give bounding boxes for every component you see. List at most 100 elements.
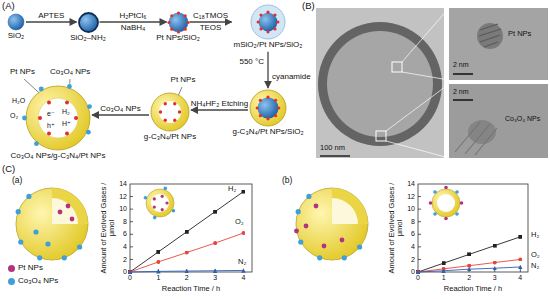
reagent-label: H₂PtCl₆ bbox=[119, 12, 146, 21]
cutaway-sphere bbox=[298, 239, 303, 244]
particle-label: mSiO₂/Pt NPs/SiO₂ bbox=[234, 41, 303, 50]
panel-letter: (b) bbox=[282, 176, 292, 185]
species-label: H⁺ bbox=[62, 120, 71, 128]
tem-image bbox=[318, 22, 442, 146]
particle-shell bbox=[169, 13, 188, 32]
nanoparticle-dot bbox=[176, 11, 179, 14]
tick-label: 0 bbox=[123, 268, 127, 276]
hrtem-inset bbox=[449, 8, 548, 158]
reagent-label: NaBH₄ bbox=[121, 24, 146, 33]
inset-label: Pt NPs bbox=[508, 30, 531, 38]
reagent-label: TEOS bbox=[200, 24, 222, 33]
line-chart bbox=[161, 208, 164, 211]
legend-row: Pt NPs bbox=[8, 264, 43, 273]
cutaway-sphere bbox=[45, 241, 50, 246]
scale-label: 2 nm bbox=[453, 61, 469, 69]
tick-label: 6 bbox=[123, 230, 127, 238]
nanoparticle-dot bbox=[67, 84, 72, 89]
cutaway-sphere bbox=[322, 244, 327, 249]
charge-label: e⁻ bbox=[47, 110, 55, 118]
cutaway-sphere bbox=[77, 244, 82, 249]
particle-shell bbox=[159, 101, 181, 123]
nanoparticle-dot bbox=[266, 96, 269, 99]
cutaway-sphere bbox=[52, 198, 78, 224]
tick-label: 1 bbox=[442, 274, 446, 282]
cutaway-sphere bbox=[16, 188, 88, 260]
line-chart bbox=[153, 216, 157, 220]
cutaway-sphere bbox=[357, 244, 362, 249]
nanoparticle-dot bbox=[273, 27, 276, 30]
tick-label: 4 bbox=[242, 274, 246, 282]
particle-label: g-C₃N₄/Pt NPs bbox=[144, 133, 196, 142]
hrtem-inset bbox=[449, 8, 548, 80]
particle bbox=[151, 93, 189, 131]
particle-symbol bbox=[250, 90, 286, 126]
reagent-label: NH₄HF₂ Etching bbox=[191, 100, 249, 109]
line-chart bbox=[418, 184, 528, 272]
nanoparticle-dot bbox=[87, 104, 92, 109]
tick-label: 2 bbox=[411, 256, 415, 264]
particle bbox=[251, 5, 285, 39]
particle-label: g-C₃N₄/Pt NPs/SiO₂ bbox=[233, 128, 304, 137]
nanoparticle-dot bbox=[38, 116, 42, 120]
particle-node: Co₃O₄ NPs/g-C₃N₄/Pt NPs bbox=[26, 86, 90, 150]
cutaway-sphere bbox=[314, 204, 319, 209]
tem-image bbox=[392, 62, 402, 72]
nanoparticle-dot bbox=[273, 13, 276, 16]
particle bbox=[167, 11, 189, 33]
particle bbox=[79, 13, 98, 32]
legend-swatch bbox=[8, 265, 15, 272]
tick-label: 8 bbox=[123, 218, 127, 226]
hrtem-inset bbox=[479, 24, 501, 47]
series-label: N₂ bbox=[238, 258, 246, 266]
particle-shell bbox=[250, 90, 286, 126]
nanoparticle-dot bbox=[74, 116, 78, 120]
cutaway-sphere bbox=[294, 229, 299, 234]
particle-symbol bbox=[79, 13, 98, 32]
particle-node: mSiO₂/Pt NPs/SiO₂ bbox=[234, 5, 303, 50]
nanoparticle-dot bbox=[266, 11, 269, 14]
line-chart bbox=[429, 201, 433, 205]
nanoparticle-dot bbox=[259, 13, 262, 16]
line-chart bbox=[164, 187, 168, 191]
process-arrow bbox=[100, 21, 167, 22]
species-label: H₂ bbox=[62, 108, 70, 116]
line-chart bbox=[418, 237, 520, 272]
nanoparticle-dot bbox=[259, 114, 262, 117]
tem-image bbox=[327, 31, 433, 137]
line-chart bbox=[153, 197, 156, 200]
nanoparticle-dot bbox=[34, 141, 39, 146]
nanoparticle-dot bbox=[183, 14, 186, 17]
line-chart bbox=[444, 186, 448, 190]
nanoparticle-dot bbox=[183, 27, 186, 30]
panel-letter: (C) bbox=[2, 164, 15, 174]
panel-letter: (a) bbox=[12, 176, 22, 185]
particle bbox=[22, 84, 92, 150]
legend-row: Co₃O₄ NPs bbox=[8, 277, 58, 286]
line-chart bbox=[418, 259, 520, 272]
reagent-label: cyanamide bbox=[272, 73, 311, 82]
legend-text: Pt NPs bbox=[18, 264, 43, 273]
axis-title: Amount of Evolved Gases / μmol bbox=[388, 182, 405, 274]
line-chart bbox=[455, 212, 459, 216]
cutaway-sphere bbox=[18, 239, 23, 244]
cutaway-sphere bbox=[62, 255, 67, 260]
particle-shell bbox=[251, 5, 285, 39]
line-chart bbox=[146, 189, 174, 217]
particle-shell bbox=[258, 98, 279, 119]
cutaway-sphere bbox=[37, 255, 42, 260]
legend-text: Co₃O₄ NPs bbox=[18, 277, 58, 286]
line-chart bbox=[432, 189, 460, 217]
particle-node: SiO₂ bbox=[8, 14, 24, 30]
series-label: O₂ bbox=[235, 218, 244, 226]
tick-label: 2 bbox=[123, 256, 127, 264]
tick-label: 4 bbox=[123, 243, 127, 251]
cutaway-sphere bbox=[66, 204, 71, 209]
line-chart bbox=[455, 190, 459, 194]
cutaway-sphere bbox=[70, 217, 75, 222]
tick-label: 14 bbox=[119, 180, 127, 188]
cutaway-sphere bbox=[332, 188, 368, 224]
nanoparticle-dot bbox=[22, 116, 27, 121]
reagent-label: Co₃O₄ NPs bbox=[100, 105, 140, 114]
particle-label: SiO₂ bbox=[8, 32, 24, 41]
